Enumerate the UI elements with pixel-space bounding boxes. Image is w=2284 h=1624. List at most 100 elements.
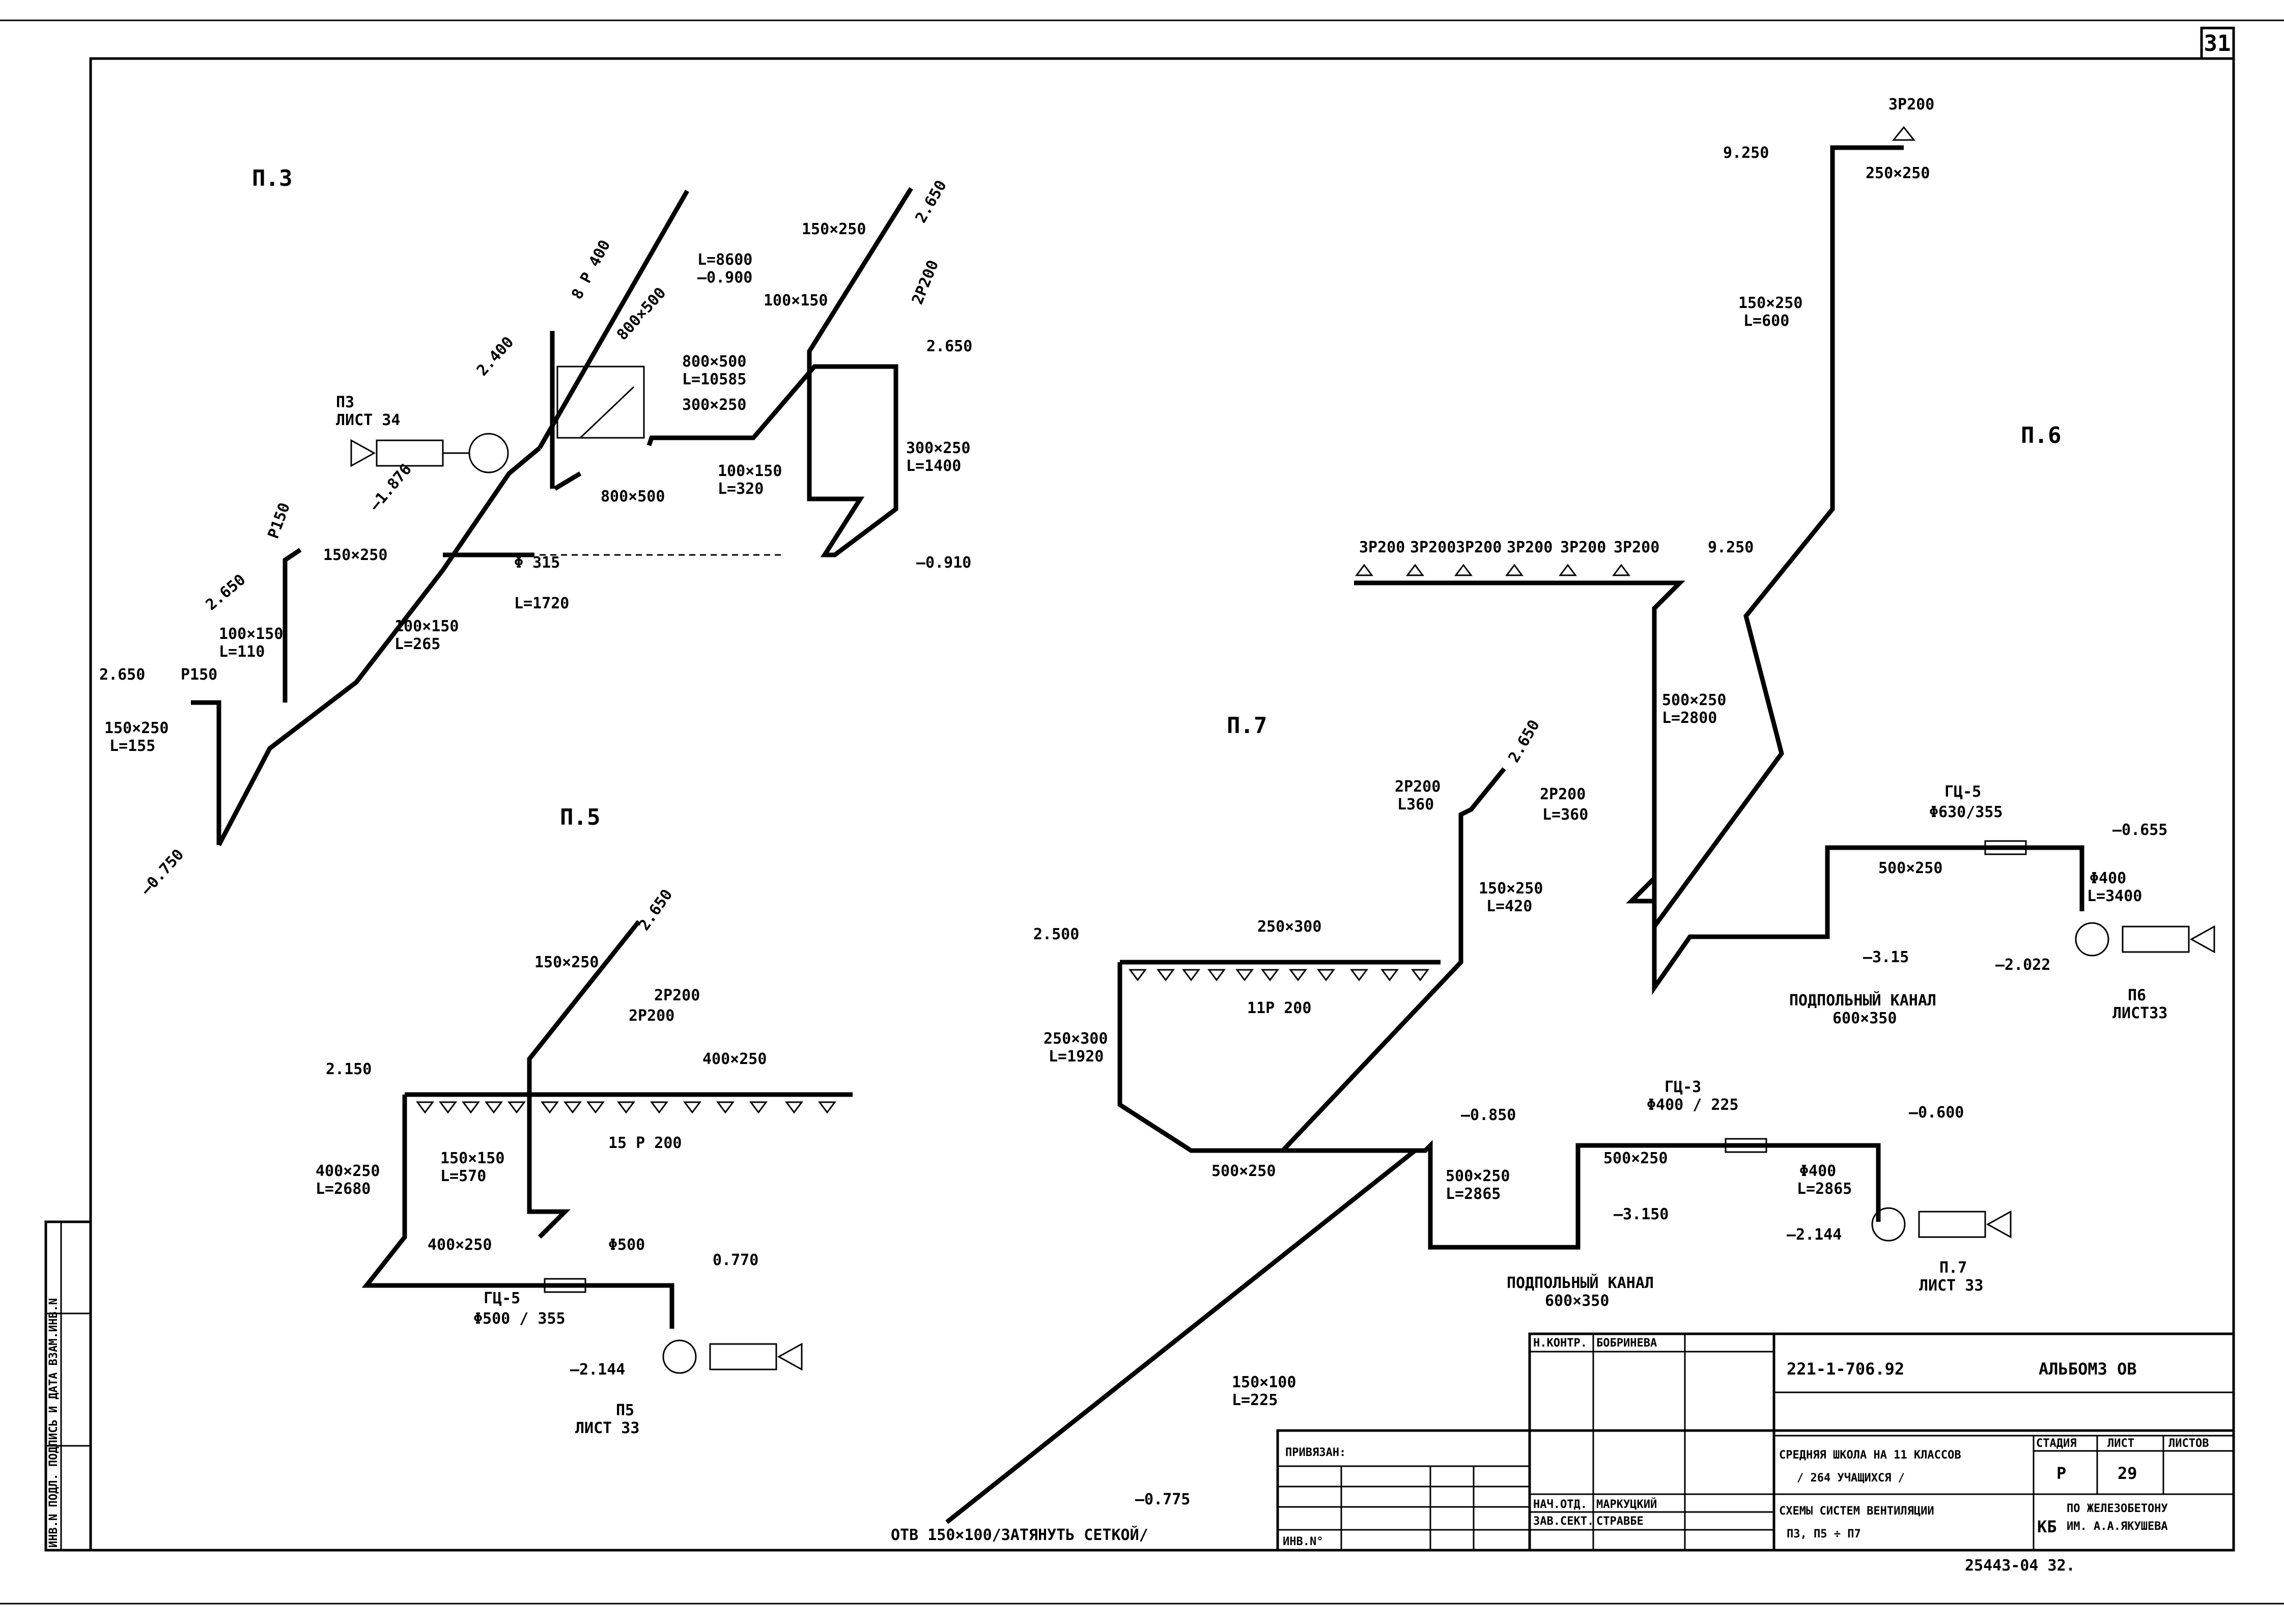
- p6-label: 3Р200: [1614, 539, 1659, 556]
- p7-label: –0.850: [1461, 1106, 1516, 1124]
- p3-label: Р150: [181, 666, 217, 684]
- stage-header: СТАДИЯ: [2036, 1437, 2076, 1450]
- p6-label: 3Р200: [1410, 539, 1456, 556]
- p3-unit-name: П3: [336, 394, 354, 411]
- p3-label: 2.650: [912, 177, 950, 226]
- p3-label: Φ 315: [514, 554, 560, 572]
- p5-label: Φ500: [608, 1236, 645, 1254]
- system-p3: П.3 П3 ЛИСТ 34 L=8600 –0.900 800×500 L=1…: [99, 165, 972, 899]
- p7-label: –3.150: [1614, 1206, 1669, 1223]
- p3-duct-right-loop: [646, 364, 898, 557]
- inventory-label: ИНВ.N°: [1283, 1535, 1323, 1548]
- p7-label: Φ400 / 225: [1647, 1096, 1739, 1114]
- p3-damper-box: [556, 366, 645, 439]
- p3-label: 100×150: [764, 292, 828, 310]
- p5-label: L=570: [440, 1167, 486, 1185]
- p5-unit-name: П5: [616, 1402, 634, 1419]
- album-label: АЛЬБОМ3 ОВ: [2039, 1359, 2137, 1379]
- p7-grille-row: [1129, 969, 1429, 982]
- side-stamp-text: ИНВ.N ПОДЛ. ПОДПИСЬ И ДАТА ВЗАМ.ИНВ.N: [47, 1298, 60, 1548]
- p5-label: 2Р200: [654, 987, 700, 1004]
- p3-duct-top-branch: [807, 187, 913, 367]
- p3-label: L=1720: [514, 595, 569, 612]
- p5-label: 0.770: [713, 1251, 758, 1269]
- p3-label: 150×250: [802, 220, 866, 238]
- p7-label: 250×300: [1044, 1030, 1108, 1048]
- system-p6: П.6 3Р200 9.250 250×250 150×250 L=600 3Р…: [1354, 96, 2215, 1027]
- p5-label: 2.150: [326, 1060, 372, 1078]
- building-title: СРЕДНЯЯ ШКОЛА НА 11 КЛАССОВ: [1779, 1449, 1961, 1462]
- p3-label: L=8600: [697, 251, 752, 269]
- p7-duct-riser: [1117, 767, 1506, 1153]
- p6-label: Φ630/355: [1929, 803, 2003, 821]
- p3-duct-grille-header: [538, 189, 689, 450]
- side-stamp: ИНВ.N ПОДЛ. ПОДПИСЬ И ДАТА ВЗАМ.ИНВ.N: [44, 1220, 92, 1552]
- p7-label: L360: [1397, 796, 1434, 814]
- p7-label: Φ400: [1799, 1162, 1836, 1180]
- system-p5: П.5 2.650 150×250 2Р200 2Р200 400×250 2.…: [316, 804, 853, 1437]
- p5-duct-riser: [527, 1095, 571, 1239]
- p6-label: 9.250: [1723, 144, 1769, 162]
- p6-label: L=600: [1743, 312, 1789, 330]
- p6-duct-stub: [1626, 876, 1656, 904]
- org-logo: КБ: [2037, 1517, 2057, 1536]
- check-label: Н.КОНТР.: [1533, 1337, 1587, 1350]
- p5-label: 400×250: [428, 1236, 492, 1254]
- p6-label: –0.655: [2112, 821, 2167, 839]
- p6-label: 150×250: [1738, 294, 1802, 312]
- p6-damper-icon: [1984, 840, 2027, 855]
- p3-label: –0.910: [916, 554, 971, 572]
- sheet-value: 29: [2118, 1464, 2137, 1483]
- p6-duct-riser: [1652, 145, 1904, 928]
- p6-label: 3Р200: [1507, 539, 1553, 556]
- p6-label: 3Р200: [1560, 539, 1606, 556]
- p5-label: 150×150: [440, 1150, 504, 1167]
- p7-unit-name: П.7: [1939, 1259, 1967, 1277]
- p3-duct-elbow: [553, 471, 582, 491]
- stage-value: Р: [2056, 1464, 2066, 1483]
- head-label: НАЧ.ОТД.: [1533, 1498, 1587, 1511]
- p5-unit-sheet: ЛИСТ 33: [575, 1419, 639, 1437]
- p3-motor-icon: [376, 439, 444, 467]
- p5-label: 2Р200: [629, 1007, 674, 1025]
- p3-label: –0.900: [697, 269, 752, 287]
- p7-label: 500×250: [1211, 1162, 1276, 1180]
- p6-unit-name: П6: [2128, 987, 2146, 1004]
- p3-label: 300×250: [682, 396, 746, 414]
- p6-label: 3Р200: [1359, 539, 1405, 556]
- p7-filter-icon: [1986, 1210, 2012, 1239]
- p5-title: П.5: [560, 804, 600, 830]
- page-number-box: [2200, 26, 2235, 60]
- p7-motor-icon: [1918, 1211, 1986, 1238]
- p7-label: L=1920: [1049, 1048, 1104, 1066]
- system-p7: П.7 2.650 2Р200 L360 2Р200 L=360 150×250…: [891, 713, 2012, 1544]
- sheet-header: ЛИСТ: [2107, 1437, 2134, 1450]
- p3-label: L=1400: [906, 457, 961, 475]
- p3-fan-icon: [468, 433, 509, 473]
- p3-title: П.3: [252, 165, 292, 191]
- p6-filter-icon: [2189, 925, 2215, 954]
- title-block: Н.КОНТР. БОБРИНЕВА НАЧ.ОТД. МАРКУЦКИЙ ЗА…: [1276, 1332, 2235, 1552]
- p3-label: 800×500: [682, 353, 746, 371]
- head-name: МАРКУЦКИЙ: [1596, 1498, 1657, 1511]
- p7-title: П.7: [1227, 713, 1267, 739]
- sect-label: ЗАВ.СЕКТ.: [1533, 1515, 1594, 1528]
- p3-label: 2.400: [473, 333, 517, 380]
- p5-label: ГЦ-5: [484, 1290, 520, 1307]
- p6-label: 500×250: [1662, 691, 1726, 709]
- p6-unit-sheet: ЛИСТ33: [2112, 1004, 2167, 1022]
- p6-label: –2.022: [1995, 956, 2050, 974]
- p7-label: L=420: [1486, 898, 1532, 915]
- p7-label: 250×300: [1257, 918, 1321, 936]
- p3-filter-icon: [350, 439, 376, 467]
- p6-label: 3Р200: [1888, 96, 1934, 114]
- p6-label: ПОДПОЛЬНЫЙ КАНАЛ: [1789, 991, 1936, 1010]
- p3-label: 300×250: [906, 439, 970, 457]
- p6-label: 9.250: [1708, 539, 1754, 556]
- page-number: 31: [2204, 31, 2231, 57]
- p3-damper-blade: [579, 386, 635, 439]
- p3-label: –0.750: [137, 846, 188, 899]
- p7-label: 2.650: [1505, 717, 1543, 766]
- p6-label: 250×250: [1866, 164, 1930, 182]
- p6-label: 600×350: [1832, 1010, 1897, 1027]
